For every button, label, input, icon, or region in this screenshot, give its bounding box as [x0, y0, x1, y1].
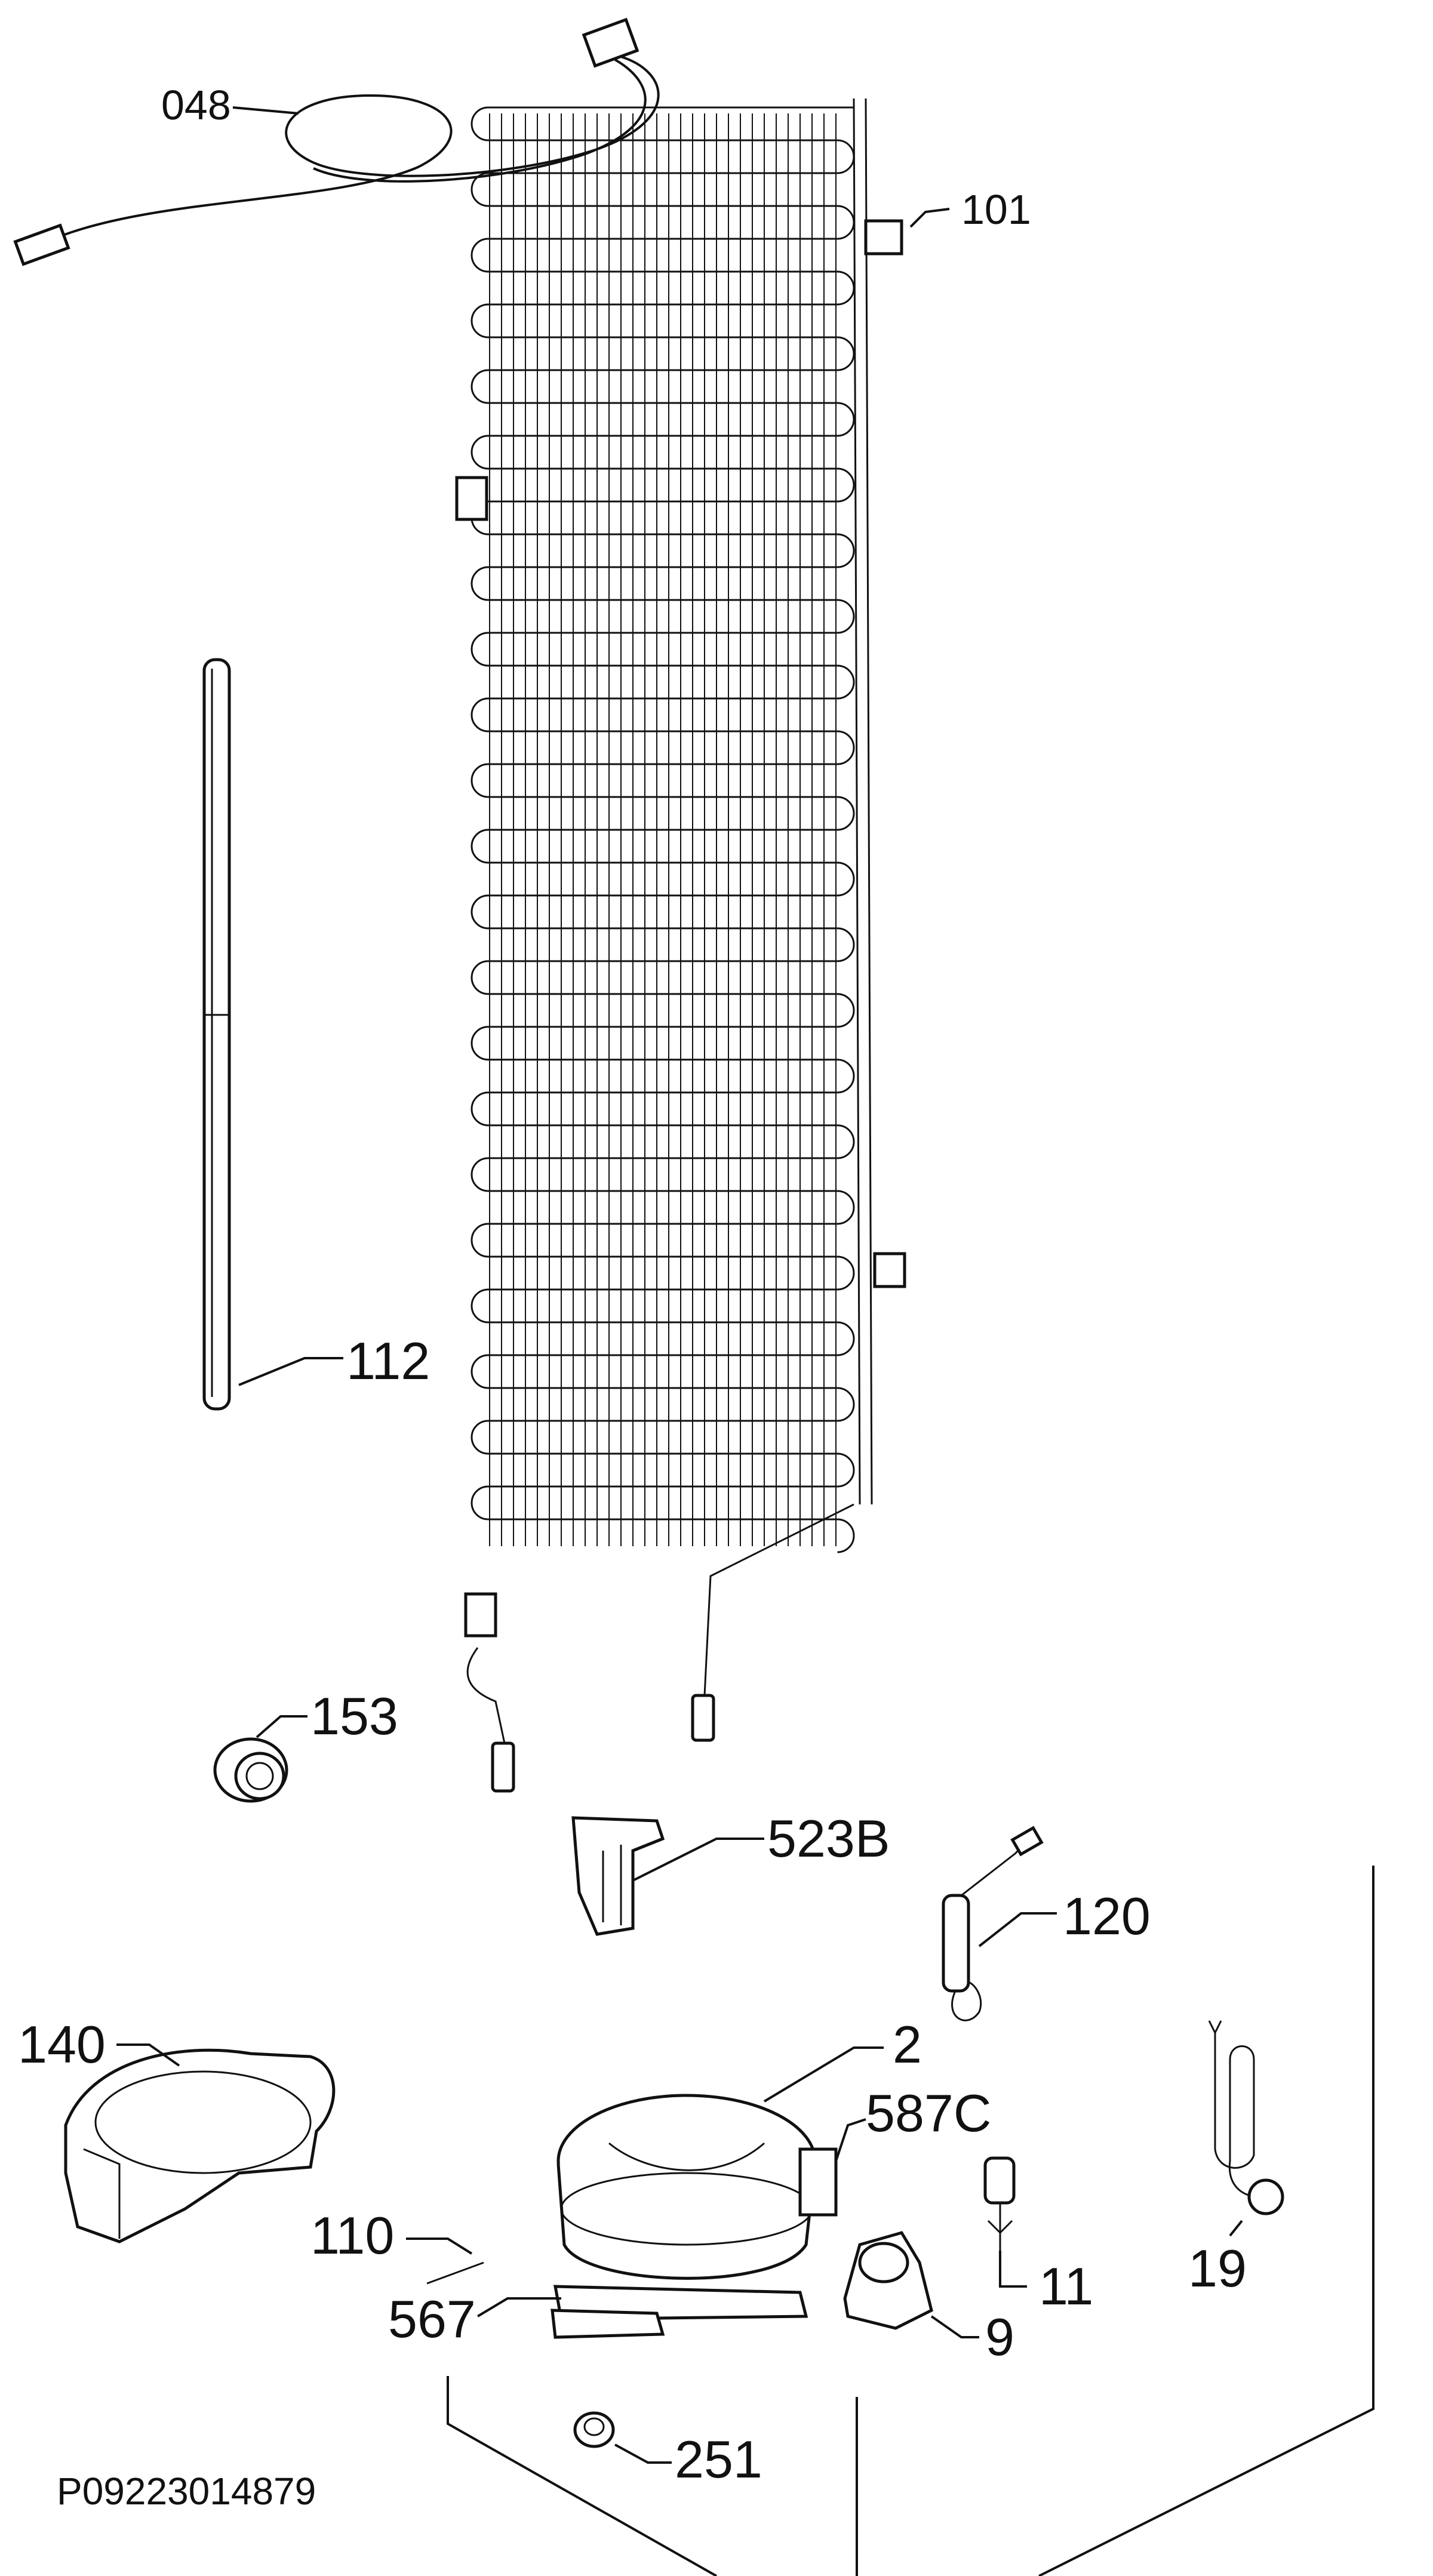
label-110: 110: [310, 2206, 394, 2265]
part-110-pin: [406, 2238, 484, 2285]
part-153-sleeve: [213, 1715, 307, 1803]
label-251: 251: [675, 2430, 762, 2489]
label-9: 9: [985, 2307, 1014, 2366]
part-condenser-coil: [455, 98, 906, 1793]
part-19-power-cord: [1208, 2020, 1284, 2237]
part-567-mount: [476, 2297, 561, 2318]
label-11: 11: [1039, 2257, 1093, 2316]
part-587C-relay: [798, 2118, 866, 2217]
part-9-bracket: [843, 2231, 979, 2338]
label-523B: 523B: [767, 1809, 890, 1868]
part-140-tray: [64, 2043, 336, 2243]
label-048: 048: [161, 82, 231, 128]
label-587C: 587C: [866, 2083, 991, 2143]
label-153: 153: [310, 1686, 398, 1746]
part-112-rod: [202, 658, 343, 1411]
perspective-frame: [447, 1866, 1374, 2576]
part-048-cable: [13, 17, 660, 266]
part-2-compressor: [551, 2046, 884, 2339]
label-120: 120: [1063, 1886, 1151, 1946]
label-140: 140: [18, 2015, 106, 2074]
label-19: 19: [1188, 2239, 1247, 2298]
reference-code: P09223014879: [57, 2470, 316, 2513]
part-120-drier: [942, 1826, 1057, 2021]
label-2: 2: [893, 2015, 922, 2074]
part-523B-clip: [571, 1816, 764, 1936]
label-101: 101: [961, 186, 1031, 233]
label-567: 567: [388, 2289, 476, 2349]
part-251-grommet: [573, 2411, 672, 2464]
part-11-capacitor: [983, 2156, 1027, 2288]
label-112: 112: [346, 1331, 430, 1390]
